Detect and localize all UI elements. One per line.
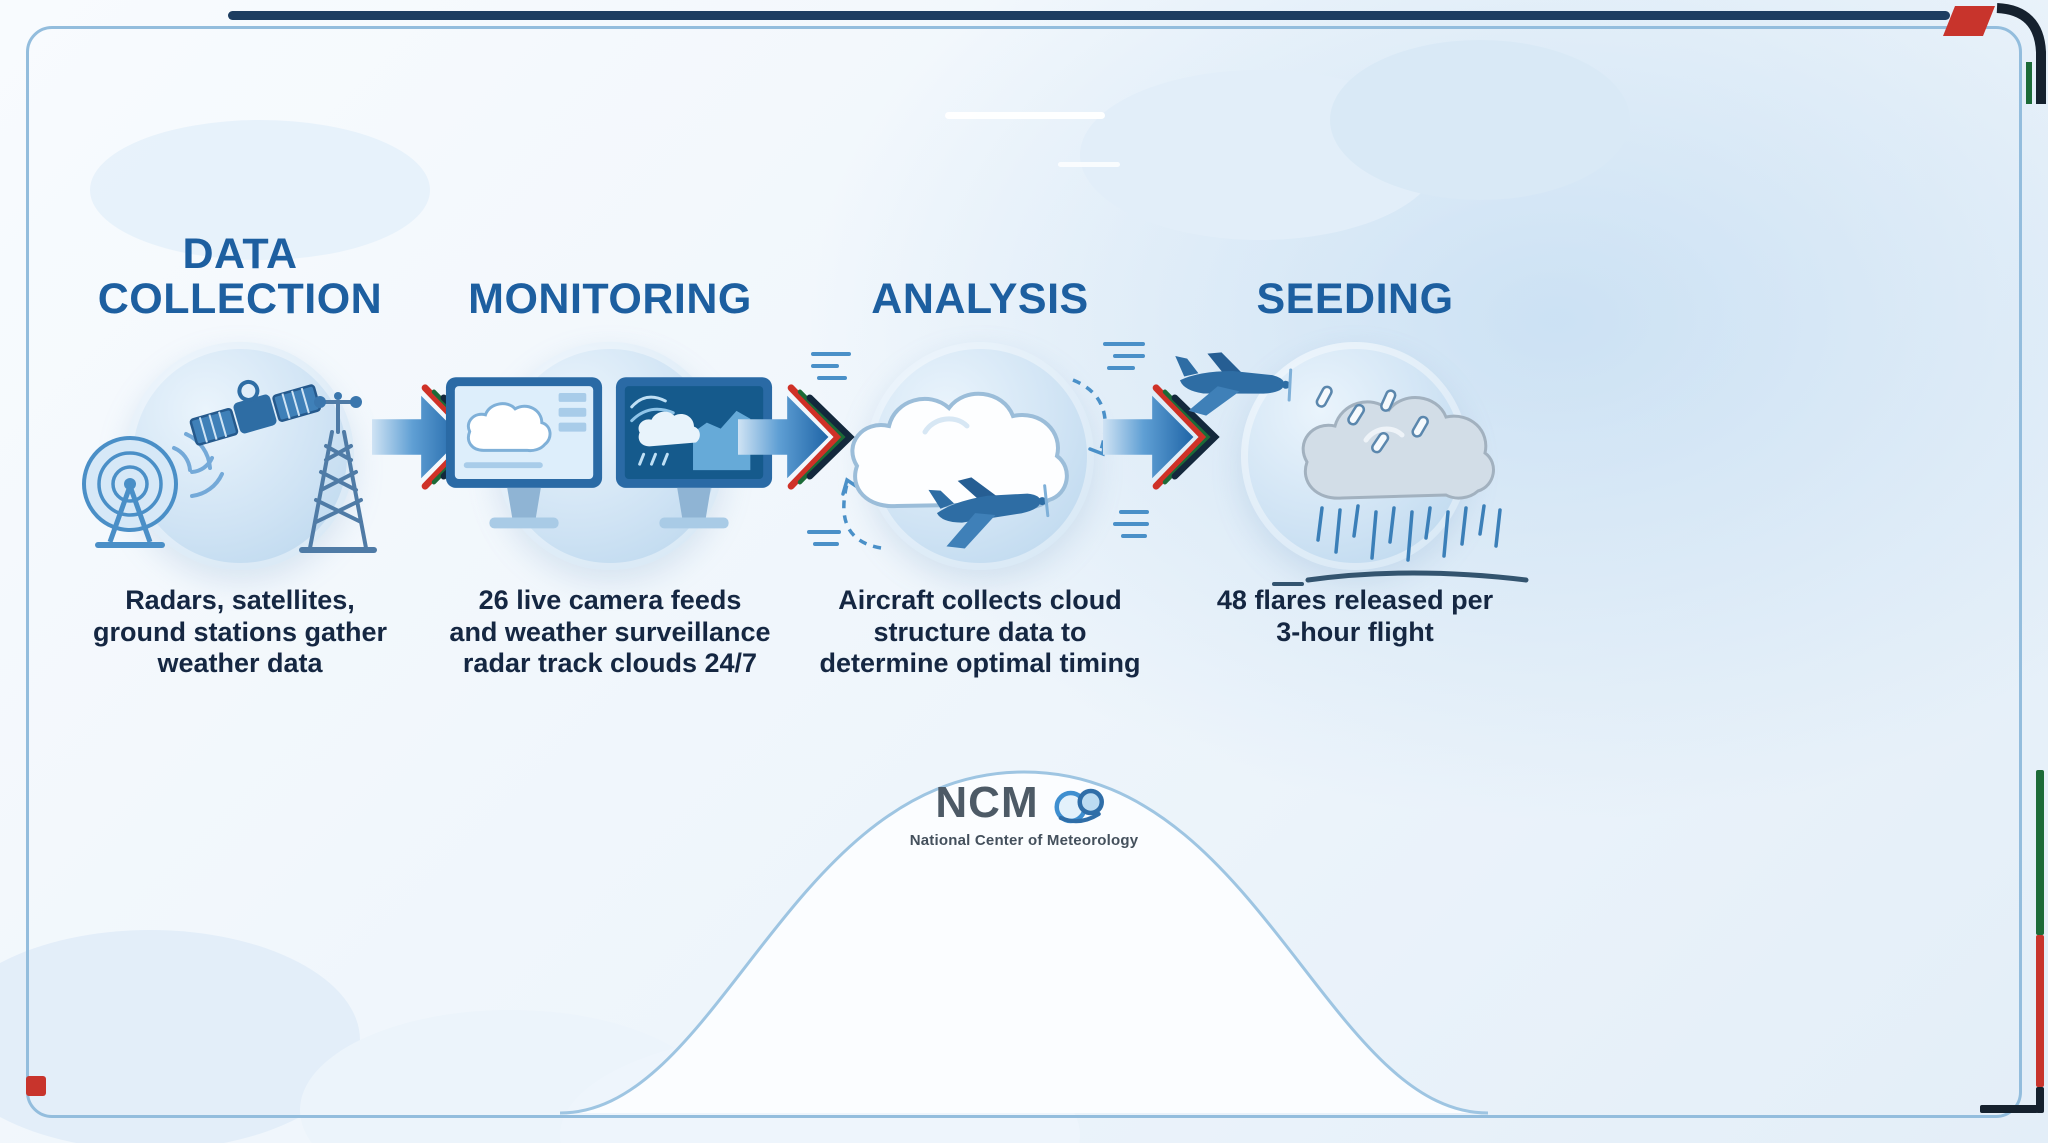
stage-title: DATA COLLECTION bbox=[97, 229, 383, 323]
stage-title: MONITORING bbox=[468, 274, 752, 323]
seeding-plane-flares-rain-cloud-icon bbox=[1175, 352, 1529, 586]
ncm-org-name: National Center of Meteorology bbox=[909, 832, 1139, 849]
corner-accent-dark-bar bbox=[2036, 1087, 2044, 1113]
corner-accent-red-bar bbox=[2036, 935, 2044, 1087]
corner-accent-dark-bar bbox=[1980, 1105, 2038, 1113]
radar-satellite-weather-station-icon bbox=[82, 379, 377, 553]
stage-title: SEEDING bbox=[1256, 274, 1454, 323]
corner-accent-bottom-left-red bbox=[26, 1076, 46, 1096]
stage-description: Aircraft collects cloud structure data t… bbox=[819, 585, 1141, 679]
stage-description: 48 flares released per 3-hour flight bbox=[1216, 585, 1494, 647]
ncm-cloud-logo-icon bbox=[1054, 788, 1104, 824]
corner-accent-green-bar bbox=[2036, 770, 2044, 935]
dual-monitors-weather-feed-icon bbox=[445, 377, 773, 529]
stage-seeding: SEEDING bbox=[1155, 0, 1555, 760]
wind-streak-decoration bbox=[945, 112, 1105, 119]
stage-description: Radars, satellites, ground stations gath… bbox=[92, 585, 387, 679]
wind-streak-decoration bbox=[1058, 162, 1120, 167]
stage-monitoring: MONITORING bbox=[420, 0, 800, 760]
footer-logo-lockup: NCM National Center of Meteorology bbox=[909, 778, 1139, 850]
stage-description: 26 live camera feeds and weather surveil… bbox=[449, 585, 771, 679]
stage-title: ANALYSIS bbox=[871, 274, 1089, 323]
ncm-logo-text: NCM bbox=[935, 778, 1039, 827]
